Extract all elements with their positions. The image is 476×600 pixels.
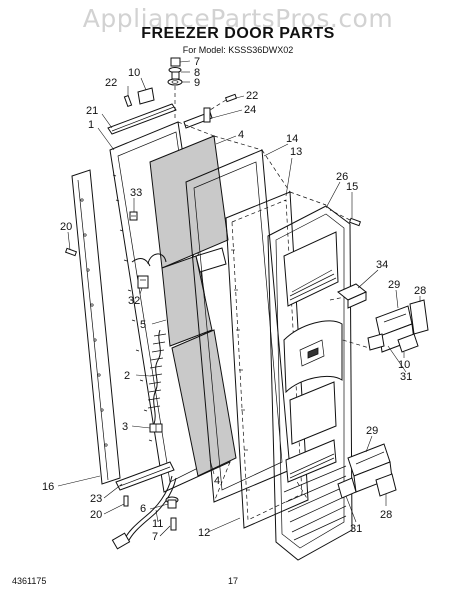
part-21-top-strip: [107, 103, 177, 135]
callout-29-top: 29: [388, 279, 400, 291]
part-31-bin-clip-lower: [337, 477, 357, 499]
callout-1: 1: [88, 119, 94, 131]
part-28-bin-end-cap: [409, 299, 429, 335]
callout-3: 3: [122, 421, 128, 433]
callout-26: 26: [336, 171, 348, 183]
callout-28-bottom: 28: [380, 509, 392, 521]
part-11-water-tube: [111, 475, 177, 550]
callout-34: 34: [376, 259, 388, 271]
part-3-fitting: [149, 423, 163, 433]
callout-13: 13: [290, 146, 302, 158]
callout-29-bottom: 29: [366, 425, 378, 437]
callout-21: 21: [86, 105, 98, 117]
part-10-clip: [137, 87, 155, 105]
callout-4-bottom: 4: [214, 475, 220, 487]
callout-20-left: 20: [60, 221, 72, 233]
part-23-bottom-bracket: [115, 461, 175, 491]
part-20-screw-left: [64, 247, 78, 257]
callout-24: 24: [244, 104, 256, 116]
callout-23: 23: [90, 493, 102, 505]
callout-32: 32: [128, 295, 140, 307]
part-29-lower-bin: [347, 443, 393, 493]
callout-31-top: 31: [400, 371, 412, 383]
callout-33: 33: [130, 187, 142, 199]
model-subtitle: For Model: KSSS36DWX02: [182, 45, 294, 55]
callout-8: 8: [194, 67, 200, 79]
part-24-hinge-bracket: [183, 107, 213, 129]
callout-20-bottom: 20: [90, 509, 102, 521]
callout-11: 11: [152, 518, 163, 530]
leader-lines: [57, 60, 421, 537]
part-4-foam-insulation-lower: [171, 329, 237, 477]
part-20-screw-lower: [123, 495, 129, 507]
callout-5: 5: [140, 319, 146, 331]
part-32-connector: [137, 275, 149, 289]
diagram-code: 4361175: [12, 576, 47, 586]
part-15-screw: [329, 209, 362, 227]
callout-12: 12: [198, 527, 210, 539]
part-6-fitting: [165, 496, 179, 509]
part-22-screw-left: [123, 94, 133, 108]
callout-10-top: 10: [128, 67, 140, 79]
callout-14: 14: [286, 133, 298, 145]
callout-4-top: 4: [238, 129, 244, 141]
callout-9: 9: [194, 77, 200, 89]
part-7-screw-lower: [170, 517, 177, 531]
part-28-lower-end-cap: [375, 473, 397, 497]
callout-10-right: 10: [398, 359, 410, 371]
page-number: 17: [228, 576, 239, 586]
callout-7-bottom: 7: [152, 531, 158, 543]
page-title: FREEZER DOOR PARTS: [141, 25, 335, 42]
callout-16: 16: [42, 481, 54, 493]
callout-2: 2: [124, 370, 130, 382]
part-31-bin-clip-upper: [367, 333, 419, 353]
part-4-foam-insulation-upper: [149, 135, 229, 269]
callout-22-left: 22: [105, 77, 117, 89]
part-34-cup: [337, 283, 367, 309]
part-13-door-gasket: [225, 191, 309, 529]
part-22-screw-right: [209, 93, 238, 111]
callout-labels: 7 8 9 10 22 22 24 21 1 4 14 13 26 15 33 …: [42, 56, 426, 543]
callout-28-top: 28: [414, 285, 426, 297]
watermark: AppliancePartsPros.com: [82, 4, 394, 33]
part-33-clip: [129, 211, 138, 221]
door-liner: [267, 205, 353, 561]
part-2-wire-harness: [131, 253, 167, 425]
callout-15: 15: [346, 181, 358, 193]
callout-7-top: 7: [194, 56, 200, 68]
callout-6: 6: [140, 503, 146, 515]
part-16-trim-strip: [71, 169, 121, 485]
callout-22-right: 22: [246, 90, 258, 102]
part-5-foam-insulation-middle: [161, 247, 227, 347]
callout-31-bottom: 31: [350, 523, 362, 535]
